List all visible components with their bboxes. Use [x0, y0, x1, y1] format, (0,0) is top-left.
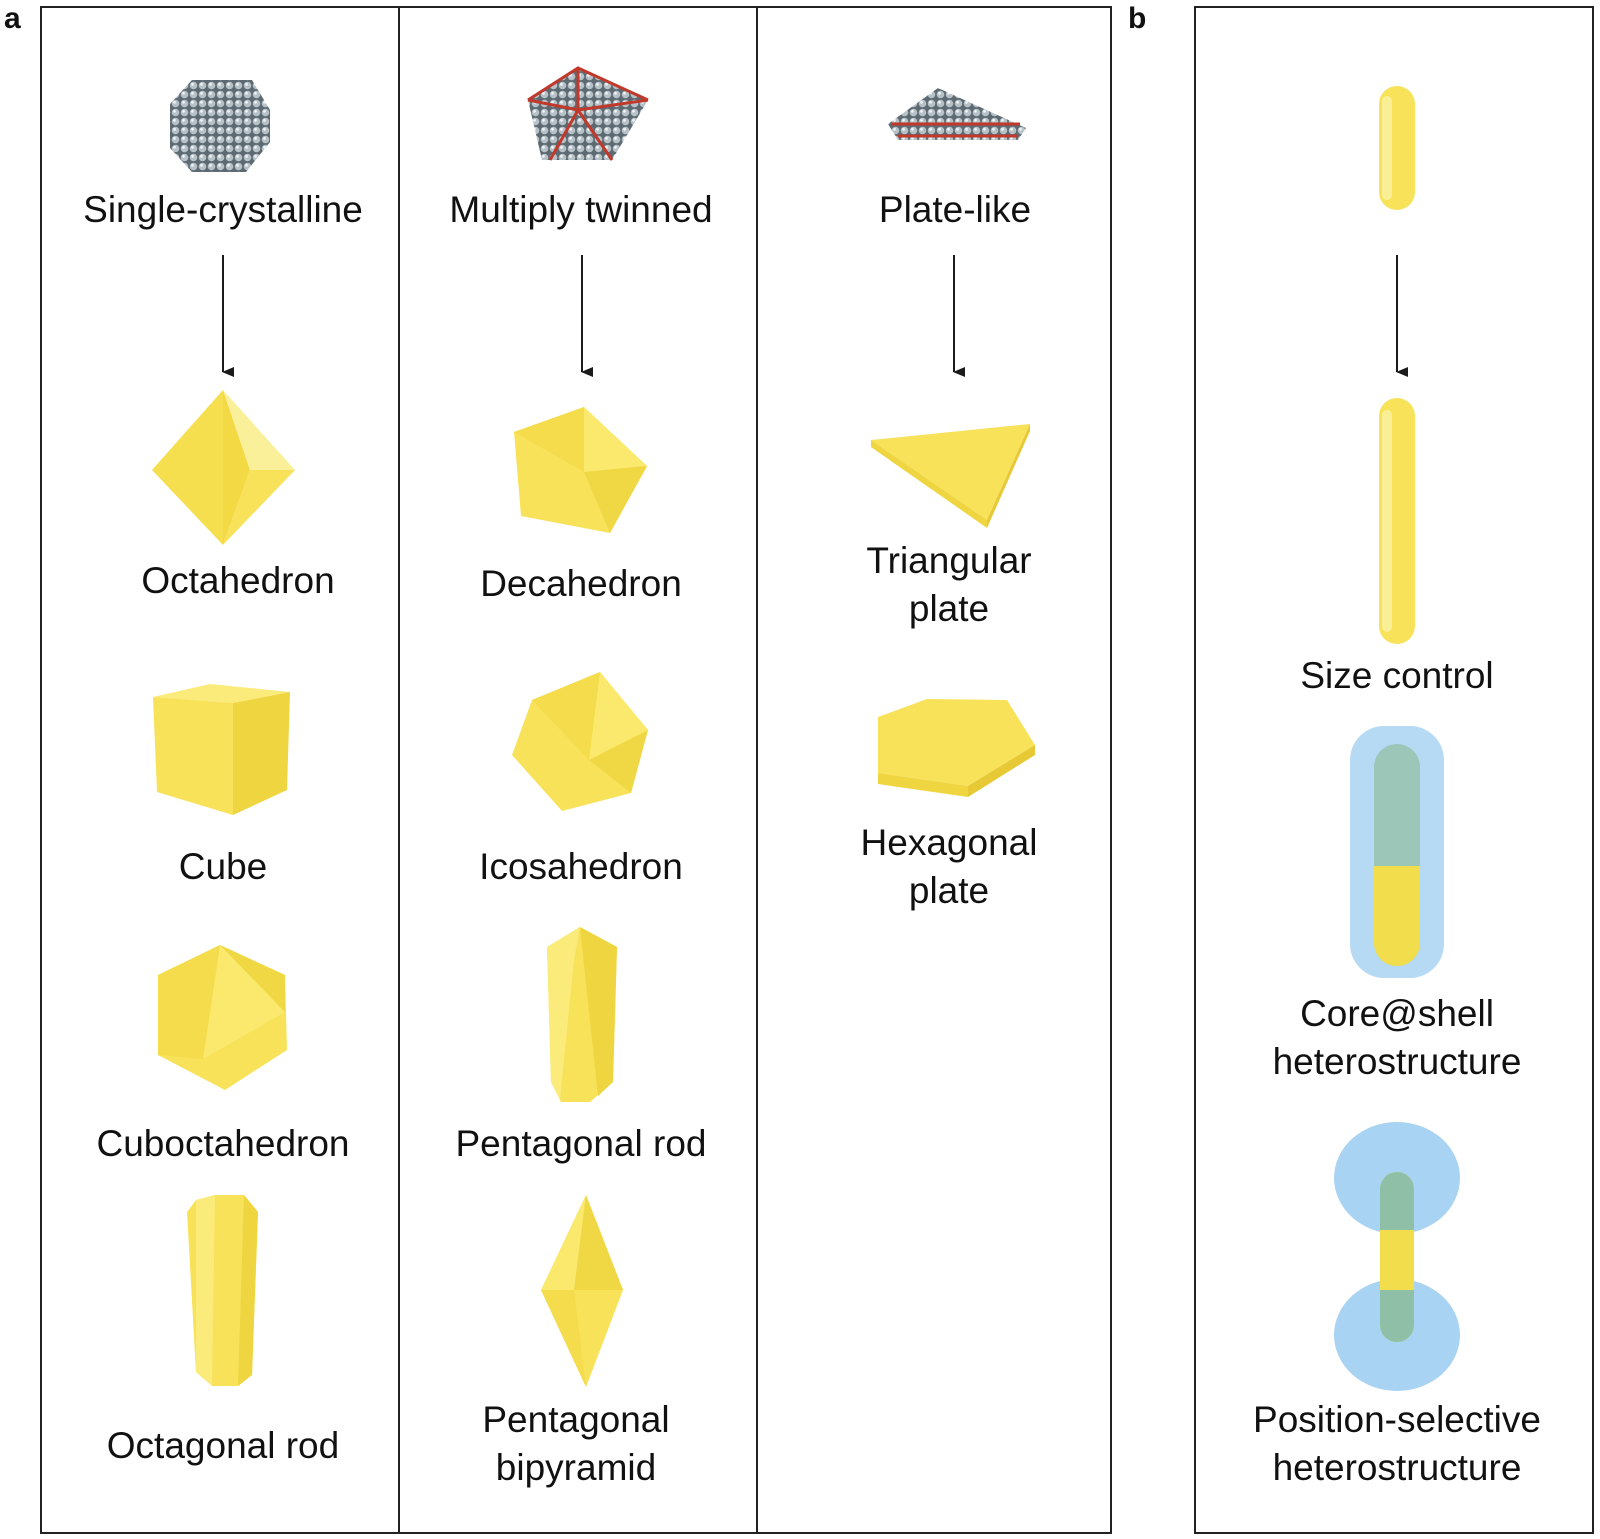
col1-shape-2-label: Cube: [178, 846, 268, 887]
octagonal-rod-shape: [187, 1195, 258, 1386]
panel-b-item-3-label: Position-selective heterostructure: [1253, 1399, 1541, 1488]
short-rod-shape: [1379, 86, 1415, 210]
column-divider-1: [398, 6, 400, 1534]
col2-shape-1-label: Decahedron: [480, 563, 682, 604]
core-shell-shape: [1350, 726, 1444, 978]
pentagonal-bipyramid-shape: [541, 1195, 623, 1387]
pentagonal-rod-shape: [547, 927, 617, 1102]
panel-b-item-1-label: Size control: [1300, 655, 1494, 696]
hexagonal-plate-shape: [878, 699, 1035, 797]
col1-shape-4-label: Octagonal rod: [106, 1425, 340, 1466]
icosahedron-shape: [512, 672, 648, 811]
col1-shape-3-label: Cuboctahedron: [96, 1123, 350, 1164]
position-selective-shape: [1334, 1122, 1460, 1391]
panel-b-item-2-label: Core@shell heterostructure: [1272, 993, 1522, 1082]
col3-shape-2-label: Hexagonal plate: [860, 822, 1038, 911]
plate-atom-model: [888, 88, 1026, 140]
panel-b-frame: [1194, 6, 1594, 1534]
octahedron-shape: [152, 390, 295, 545]
triangular-plate-shape: [871, 424, 1030, 528]
col3-header: Plate-like: [878, 189, 1032, 230]
col1-header: Single-crystalline: [83, 189, 363, 230]
panel-a-label: a: [4, 2, 21, 35]
col1-shape-1-label: Octahedron: [141, 560, 335, 601]
cuboctahedron-shape: [158, 945, 287, 1090]
panel-a-frame: [40, 6, 1112, 1534]
column-divider-2: [756, 6, 758, 1534]
single-crystal-atom-model: [170, 80, 270, 172]
col3-shape-1-label: Triangular plate: [866, 540, 1032, 629]
twinned-atom-model: [527, 66, 649, 161]
col2-shape-4-label: Pentagonal bipyramid: [482, 1399, 670, 1488]
panel-b-label: b: [1128, 2, 1147, 35]
col2-shape-2-label: Icosahedron: [479, 846, 683, 887]
long-rod-shape: [1379, 398, 1415, 644]
cube-shape: [153, 684, 290, 815]
decahedron-shape: [514, 407, 647, 533]
col2-header: Multiply twinned: [449, 189, 713, 230]
col2-shape-3-label: Pentagonal rod: [455, 1123, 707, 1164]
